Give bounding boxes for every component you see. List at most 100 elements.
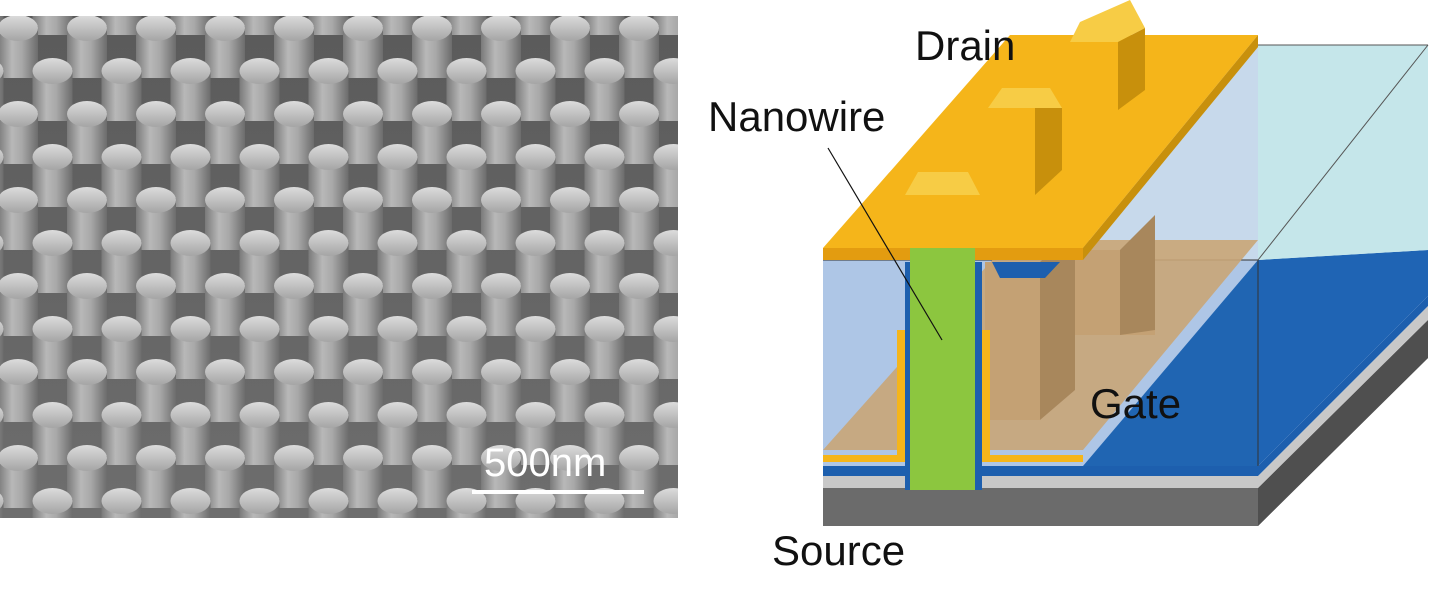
nanowire-pillar-cap (550, 187, 590, 213)
nanowire-pillar-cap (584, 488, 625, 514)
nanowire-pillar (101, 16, 142, 35)
nanowire-pillar-cap (67, 101, 107, 127)
nanowire-pillar-cap (446, 488, 487, 514)
nanowire-pillar (584, 16, 625, 35)
nanowire-pillar-cap (653, 402, 678, 428)
nanowire-pillar-cap (0, 493, 4, 509)
substrate-right (1258, 250, 1428, 466)
nanowire-pillar (515, 16, 556, 35)
nanowire-pillar (0, 327, 4, 379)
nanowire-pillar-cap (274, 445, 314, 471)
nanowire-pillar-cap (343, 359, 383, 385)
nanowire-pillar-cap (515, 316, 556, 342)
nanowire-pillar-cap (0, 149, 4, 165)
nanowire-pillar-cap (377, 402, 418, 428)
nanowire-pillar-cap (0, 63, 4, 79)
nanowire-pillar-cap (550, 359, 590, 385)
nanowire-pillar (0, 241, 4, 293)
nanowire-pillar-cap (481, 359, 521, 385)
nanowire-pillar-cap (274, 359, 314, 385)
drain-label: Drain (915, 22, 1015, 69)
nanowire-pillar-cap (239, 58, 280, 84)
nanowire-pillar-cap (205, 187, 245, 213)
nanowire-pillar (32, 16, 73, 35)
nanowire-pillar-cap (32, 144, 73, 170)
nanowire-pillar-cap (584, 230, 625, 256)
nanowire-pillar-cap (0, 16, 38, 41)
nanowire-pillar-cap (101, 402, 142, 428)
nanowire-pillar-cap (32, 316, 73, 342)
nanowire-pillar-cap (481, 273, 521, 299)
source-layer-side (1258, 320, 1428, 526)
nanowire-leader-line (827, 147, 943, 341)
nanowire-pillar-cap (239, 488, 280, 514)
drain-cap-2 (988, 108, 1035, 195)
nanowire-pillar-cap (446, 402, 487, 428)
nanowire-pillar-cap (343, 187, 383, 213)
nanowire-pillar-cap (170, 488, 211, 514)
nanowire-pillar-cap (67, 359, 107, 385)
nanowire-pillar-cap (136, 273, 176, 299)
nanowire-pillar-cap (619, 273, 659, 299)
nanowire-pillar (446, 16, 487, 35)
drain-cap-3 (1070, 42, 1118, 110)
nanowire-pillar-cap (343, 273, 383, 299)
nanowire-pillar-cap (584, 144, 625, 170)
nanowire-pillar-cap (619, 445, 659, 471)
nanowire-pillar-cap (239, 230, 280, 256)
nanowire-pillar (653, 16, 678, 35)
nanowire-pillar-cap (515, 144, 556, 170)
nanowire-pillar-cap (343, 16, 383, 41)
nanowire-pillar-cap (412, 187, 452, 213)
nanowire-pillar-cap (170, 402, 211, 428)
nanowire-pillar-cap (32, 58, 73, 84)
nanowire-pillar (170, 16, 211, 35)
nanowire-pillar-cap (619, 16, 659, 41)
nanowire-pillar-cap (136, 101, 176, 127)
nanowire-pillar-cap (550, 273, 590, 299)
nanowire-pillar-cap (515, 402, 556, 428)
source-label: Source (772, 527, 905, 574)
nanowire-pillar-cap (101, 230, 142, 256)
nanowire-pillar-cap (67, 16, 107, 41)
sem-micrograph: 500nm (0, 16, 678, 518)
nanowire-pillar-cap (0, 101, 38, 127)
nanowire-pillar-cap (584, 58, 625, 84)
substrate-front-blue (1083, 260, 1258, 466)
nanowire-pillar-cap (308, 316, 349, 342)
nanowire-pillar (0, 69, 4, 121)
nanowire-pillar-cap (584, 316, 625, 342)
nanowire-pillar-cap (205, 101, 245, 127)
nanowire-pillar-cap (377, 488, 418, 514)
nanowire-pillar-cap (412, 445, 452, 471)
nanowire-pillar-cap (170, 144, 211, 170)
nanowire-pillar-cap (377, 144, 418, 170)
nanowire-pillar-cap (0, 321, 4, 337)
nanowire-pillar-cap (170, 316, 211, 342)
nanowire-pillar-cap (67, 445, 107, 471)
nanowire-pillar-cap (308, 230, 349, 256)
nanowire-pillar-cap (619, 101, 659, 127)
nanowire-pillar-cap (32, 230, 73, 256)
nanowire-pillar-cap (136, 359, 176, 385)
nanowire-pillar-cap (446, 58, 487, 84)
nanowire-transistor-diagram: Drain Nanowire Gate Source (690, 0, 1429, 589)
nanowire-pillar-cap (412, 359, 452, 385)
nanowire-pillar-cap (481, 101, 521, 127)
nanowire-pillar-cap (205, 359, 245, 385)
nanowire-pillar-cap (619, 359, 659, 385)
nanowire-pillar-cap (377, 230, 418, 256)
nanowire-pillar-cap (481, 445, 521, 471)
nanowire-pillar-cap (101, 488, 142, 514)
nanowire-pillar-cap (0, 187, 38, 213)
nanowire-pillar-cap (550, 101, 590, 127)
nanowire-pillar-cap (653, 58, 678, 84)
nanowire-pillar-cap (446, 230, 487, 256)
nanowire-pillar-cap (101, 316, 142, 342)
nanowire-pillar-cap (412, 101, 452, 127)
nanowire-pillar (239, 16, 280, 35)
nanowire-pillar-cap (446, 316, 487, 342)
nanowire-pillar-cap (239, 316, 280, 342)
nanowire-pillar-cap (550, 445, 590, 471)
nanowire-pillar-cap (653, 230, 678, 256)
